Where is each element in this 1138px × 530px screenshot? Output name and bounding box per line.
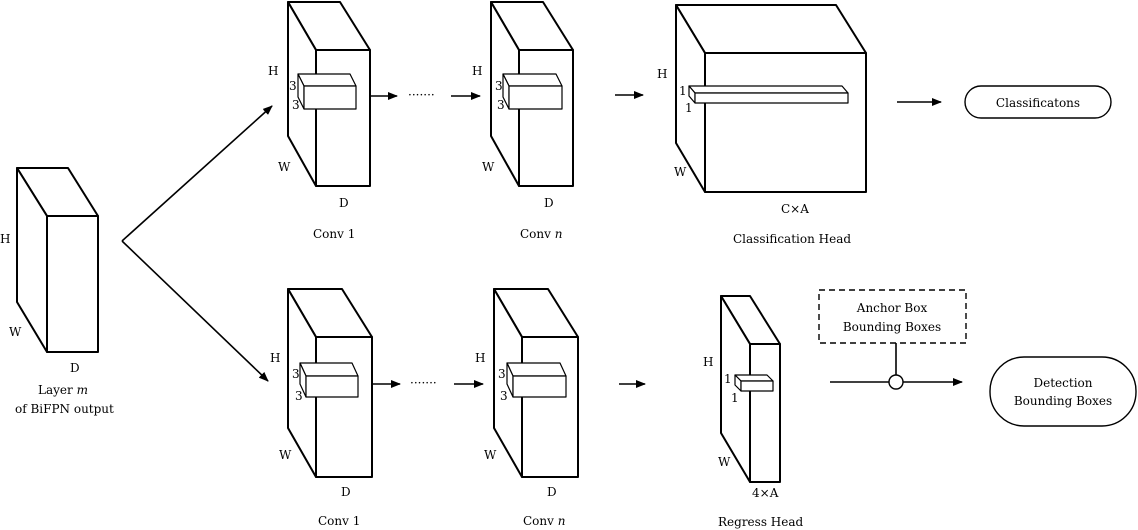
- reg-head-caption: Regress Head: [718, 515, 804, 529]
- cls-head-depth-label: C×A: [781, 202, 809, 216]
- classifications-output-box: [964, 85, 1112, 119]
- bottom-convn-block: [493, 288, 579, 478]
- bottom-convn-h-label: H: [475, 351, 485, 365]
- top-convn-block: [490, 1, 574, 187]
- bottom-conv1-kernel-h: 3: [292, 367, 300, 381]
- classifications-output-label: Classificatons: [996, 96, 1080, 110]
- reg-head-kernel-h: 1: [724, 372, 732, 386]
- regress-head-block: [720, 295, 781, 483]
- merge-circle-icon: [888, 374, 904, 390]
- input-caption-line1: Layer m: [38, 383, 88, 397]
- bottom-convn-kernel-h: 3: [498, 367, 506, 381]
- top-convn-kernel-h: 3: [495, 79, 503, 93]
- bottom-convn-w-label: W: [484, 448, 497, 462]
- top-conv1-kernel-h: 3: [289, 79, 297, 93]
- reg-head-depth-label: 4×A: [752, 486, 779, 500]
- anchor-box-dashed-box: [818, 289, 967, 344]
- bottom-convn-caption: Conv n: [523, 514, 565, 528]
- fork-arrow-bottom: [121, 240, 269, 382]
- input-feature-block: [16, 167, 99, 353]
- bottom-convn-d-label: D: [547, 485, 557, 499]
- bottom-convn-kernel-w: 3: [500, 389, 508, 403]
- cls-head-caption: Classification Head: [733, 232, 851, 246]
- top-conv1-d-label: D: [339, 196, 349, 210]
- bottom-conv1-h-label: H: [270, 351, 280, 365]
- reg-head-w-label: W: [718, 455, 731, 469]
- bottom-conv1-d-label: D: [341, 485, 351, 499]
- anchor-box-label-line1: Anchor Box: [856, 301, 928, 315]
- detection-output-label-line1: Detection: [1034, 376, 1093, 390]
- top-conv1-w-label: W: [278, 160, 291, 174]
- fork-arrow-top: [121, 105, 273, 242]
- cls-head-kernel-h: 1: [679, 84, 687, 98]
- cls-head-kernel-w: 1: [685, 101, 693, 115]
- detection-output-label-line2: Bounding Boxes: [1014, 394, 1112, 408]
- detection-output-box: [989, 356, 1137, 427]
- reg-head-kernel-w: 1: [731, 391, 739, 405]
- top-conv1-kernel-w: 3: [292, 98, 300, 112]
- bottom-ellipsis: ·······: [410, 376, 437, 390]
- input-h-label: H: [0, 232, 10, 246]
- bottom-conv1-kernel-w: 3: [295, 389, 303, 403]
- bottom-conv1-block: [287, 288, 373, 478]
- bottom-conv1-caption: Conv 1: [318, 514, 360, 528]
- top-conv1-caption: Conv 1: [313, 227, 355, 241]
- top-conv1-block: [287, 1, 371, 187]
- bottom-conv1-w-label: W: [279, 448, 292, 462]
- input-caption-line2: of BiFPN output: [15, 402, 114, 416]
- top-convn-d-label: D: [544, 196, 554, 210]
- top-convn-kernel-w: 3: [497, 98, 505, 112]
- top-convn-h-label: H: [472, 64, 482, 78]
- top-convn-caption: Conv n: [520, 227, 562, 241]
- reg-head-h-label: H: [703, 355, 713, 369]
- top-ellipsis: ·······: [408, 88, 435, 102]
- top-conv1-h-label: H: [268, 64, 278, 78]
- anchor-box-label-line2: Bounding Boxes: [843, 320, 941, 334]
- input-d-label: D: [70, 361, 80, 375]
- input-w-label: W: [9, 325, 22, 339]
- cls-head-w-label: W: [674, 165, 687, 179]
- top-convn-w-label: W: [482, 160, 495, 174]
- classification-head-block: [675, 4, 867, 193]
- cls-head-h-label: H: [657, 67, 667, 81]
